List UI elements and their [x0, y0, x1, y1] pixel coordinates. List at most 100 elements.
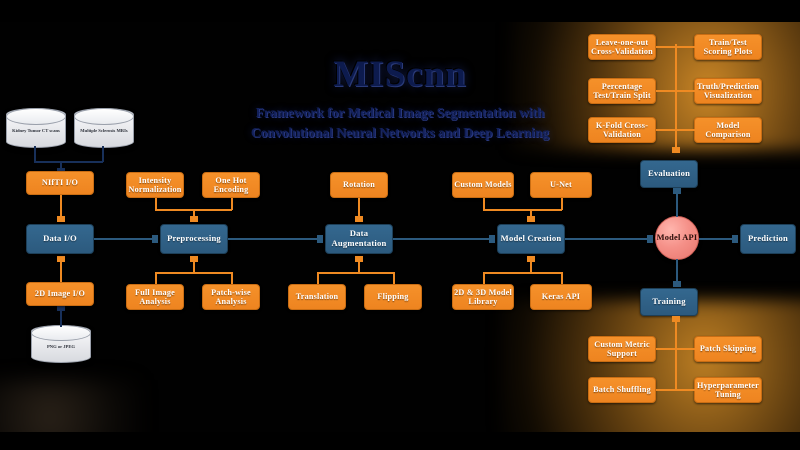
node-2d-image-io[interactable]: 2D Image I/O — [26, 282, 94, 306]
connector-2dio-to-dataio — [60, 259, 62, 282]
node-label: Evaluation — [647, 168, 691, 179]
node-prediction[interactable]: Prediction — [740, 224, 796, 254]
node-model-api[interactable]: Model API — [655, 216, 699, 260]
arrow-to-preprocessing — [152, 235, 158, 243]
connector-model-top-bracket — [483, 209, 562, 211]
letterbox-bottom — [0, 432, 800, 450]
node-training[interactable]: Training — [640, 288, 698, 316]
connector-sources-to-nifti — [60, 161, 62, 170]
node-label: One Hot Encoding — [213, 175, 249, 194]
node-leave-one-out-cross-validation[interactable]: Leave-one-out Cross-Validation — [588, 34, 656, 60]
letterbox-top — [0, 0, 800, 22]
node-label: Preprocessing — [167, 233, 221, 244]
cylinder-top-icon — [6, 108, 66, 126]
node-label: Intensity Normalization — [128, 175, 182, 194]
arrow-api-to-evaluation — [673, 188, 681, 194]
node-truth-prediction-visualization[interactable]: Truth/Prediction Visualization — [694, 78, 762, 104]
connector-modellib-up — [483, 272, 485, 284]
connector-custom-models-down — [483, 198, 485, 210]
datastore-kidney-tumor-ct: Kidney Tumor CT scans — [6, 108, 66, 148]
node-u-net[interactable]: U-Net — [530, 172, 592, 198]
connector-model-bottom-bracket — [483, 272, 562, 274]
connector-eval-row2-left — [656, 90, 676, 92]
arrow-to-model-creation — [489, 235, 495, 243]
connector-eval-row1-left — [656, 46, 676, 48]
node-rotation[interactable]: Rotation — [330, 172, 388, 198]
node-label: Prediction — [747, 233, 789, 244]
node-patch-skipping[interactable]: Patch Skipping — [694, 336, 762, 362]
node-flipping[interactable]: Flipping — [364, 284, 422, 310]
node-percentage-test-train-split[interactable]: Percentage Test/Train Split — [588, 78, 656, 104]
arrow-api-to-training — [673, 281, 681, 287]
connector-model-bottom-stem — [530, 262, 532, 273]
node-nifti-io[interactable]: NIfTI I/O — [26, 171, 94, 195]
connector-intensity-down — [155, 198, 157, 210]
node-k-fold-cross-validation[interactable]: K-Fold Cross-Validation — [588, 117, 656, 143]
connector-rotation-to-augmentation — [358, 198, 360, 218]
connector-train-row1-left — [656, 348, 676, 350]
connector-augmentation-to-model-creation — [393, 238, 489, 240]
connector-eval-row3-right — [675, 129, 695, 131]
node-label: U-Net — [550, 180, 572, 190]
node-hyperparameter-tuning[interactable]: Hyperparameter Tuning — [694, 377, 762, 403]
node-2d-3d-model-library[interactable]: 2D & 3D Model Library — [452, 284, 514, 310]
connector-keras-up — [561, 272, 563, 284]
node-translation[interactable]: Translation — [288, 284, 346, 310]
node-patch-wise-analysis[interactable]: Patch-wise Analysis — [202, 284, 260, 310]
connector-png-to-2dio — [60, 311, 62, 327]
arrow-to-model-api — [647, 235, 653, 243]
node-data-io[interactable]: Data I/O — [26, 224, 94, 254]
arrow-to-prediction — [732, 235, 738, 243]
node-model-creation[interactable]: Model Creation — [497, 224, 565, 254]
node-label: Data I/O — [43, 233, 77, 244]
node-label: 2D Image I/O — [34, 289, 86, 299]
datastore-png-or-jpeg: PNG or JPEG — [31, 325, 91, 363]
node-label: Custom Models — [454, 180, 512, 190]
node-keras-api[interactable]: Keras API — [530, 284, 592, 310]
node-label: Hyperparameter Tuning — [697, 380, 759, 399]
connector-training-spine — [675, 322, 677, 390]
node-model-comparison[interactable]: Model Comparison — [694, 117, 762, 143]
arrow-to-augmentation — [317, 235, 323, 243]
arrow-eval-to-evaluation — [672, 147, 680, 153]
node-custom-metric-support[interactable]: Custom Metric Support — [588, 336, 656, 362]
connector-api-to-prediction — [699, 238, 732, 240]
node-label: Translation — [295, 292, 339, 302]
connector-model-creation-to-api — [565, 238, 647, 240]
node-label: Model Comparison — [705, 120, 751, 139]
node-batch-shuffling[interactable]: Batch Shuffling — [588, 377, 656, 403]
node-one-hot-encoding[interactable]: One Hot Encoding — [202, 172, 260, 198]
node-label: Train/Test Scoring Plots — [703, 37, 753, 56]
datastore-label: PNG or JPEG — [47, 344, 75, 350]
node-label: Patch Skipping — [699, 344, 757, 354]
node-label: Flipping — [377, 292, 409, 302]
arrow-preproc-bottom — [190, 256, 198, 262]
arrow-preproc-top — [190, 216, 198, 222]
connector-preprocessing-to-augmentation — [228, 238, 317, 240]
node-preprocessing[interactable]: Preprocessing — [160, 224, 228, 254]
node-intensity-normalization[interactable]: Intensity Normalization — [126, 172, 184, 198]
connector-flipping-up — [393, 272, 395, 284]
connector-augmentation-bottom-bracket — [317, 272, 394, 274]
connector-kidney-down — [34, 146, 36, 162]
node-train-test-scoring-plots[interactable]: Train/Test Scoring Plots — [694, 34, 762, 60]
arrow-nifti-to-dataio — [57, 216, 65, 222]
node-evaluation[interactable]: Evaluation — [640, 160, 698, 188]
connector-api-to-training — [676, 259, 678, 282]
connector-dataio-to-preprocessing — [94, 238, 152, 240]
connector-onehot-down — [231, 198, 233, 210]
node-label: NIfTI I/O — [41, 178, 79, 188]
node-custom-models[interactable]: Custom Models — [452, 172, 514, 198]
cylinder-top-icon — [74, 108, 134, 126]
node-label: Full Image Analysis — [135, 287, 175, 306]
connector-preproc-bottom-stem — [193, 262, 195, 273]
node-full-image-analysis[interactable]: Full Image Analysis — [126, 284, 184, 310]
node-data-augmentation[interactable]: Data Augmentation — [325, 224, 393, 254]
corner-glow-bottom-right — [500, 300, 800, 450]
connector-fullimage-up — [155, 272, 157, 284]
node-label: Custom Metric Support — [594, 339, 650, 358]
cylinder-top-icon — [31, 325, 91, 342]
node-label: Patch-wise Analysis — [211, 287, 251, 306]
connector-unet-down — [561, 198, 563, 210]
datastore-label: Multiple Sclerosis MRIs — [80, 128, 128, 134]
